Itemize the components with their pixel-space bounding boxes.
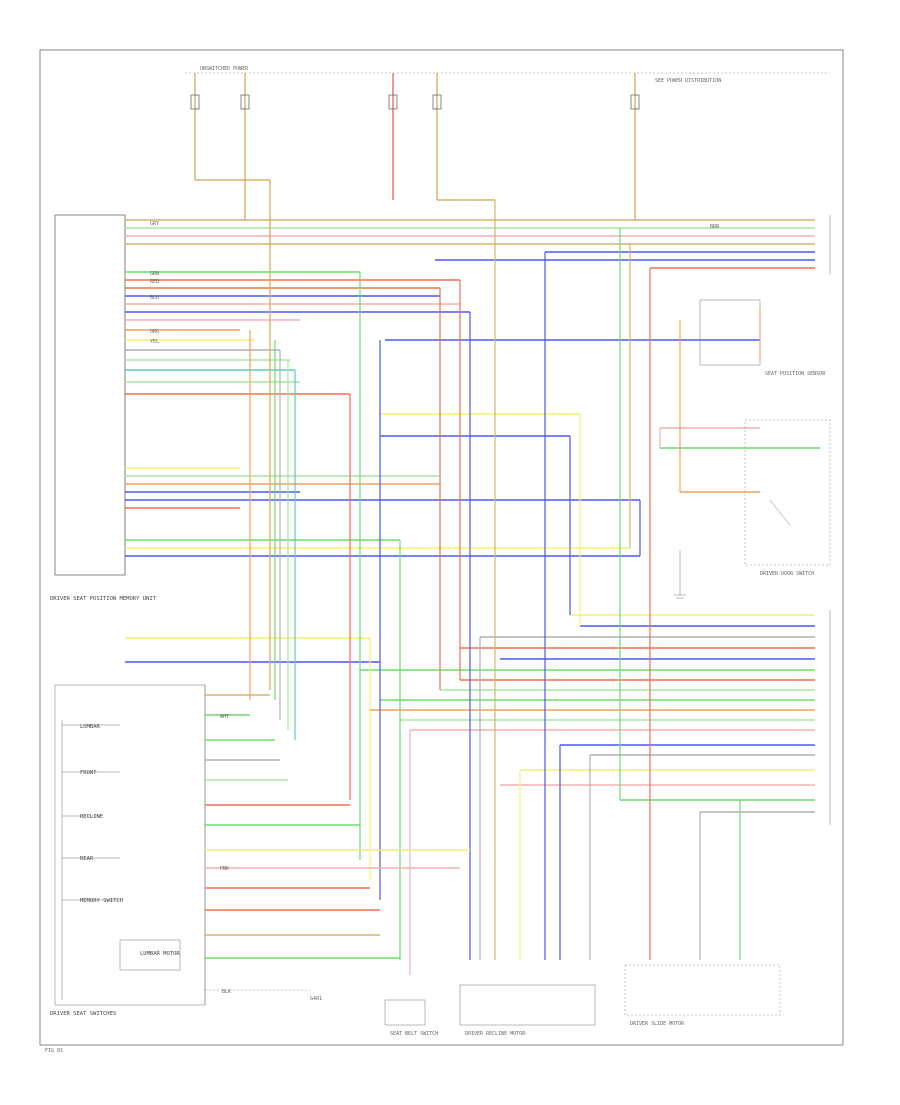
tag-gry: GRY <box>150 221 159 227</box>
diagram-border <box>39 49 844 1046</box>
door-switch-block <box>744 419 831 566</box>
tag-org: ORG <box>150 329 159 335</box>
memory-switch-label: MEMORY SWITCH <box>80 898 123 904</box>
tag-wht: WHT <box>220 714 229 720</box>
ground-symbol <box>674 550 686 599</box>
slide-motor-box <box>624 964 781 1016</box>
tag-pnk: PNK <box>220 866 229 872</box>
front-label: FRONT <box>80 770 97 776</box>
seat-belt-switch-label: SEAT BELT SWITCH <box>390 1031 438 1037</box>
tag-blk: BLK <box>222 989 231 995</box>
memory-unit-label: DRIVER SEAT POSITION MEMORY UNIT <box>50 596 157 602</box>
tag-grn: GRN <box>150 271 159 277</box>
lumbar-motor-label: LUMBAR MOTOR <box>140 951 180 957</box>
tag-red: RED <box>150 279 159 285</box>
tag-brn: BRN <box>710 224 719 230</box>
seat-belt-switch-box <box>384 999 426 1026</box>
door-switch-label: DRIVER DOOR SWITCH <box>760 571 814 577</box>
memory-unit-block <box>54 214 126 576</box>
position-sensor-label: SEAT POSITION SENSOR <box>765 371 826 377</box>
tag-yel: YEL <box>150 339 159 345</box>
wire-harness <box>125 219 820 813</box>
top-right-note: SEE POWER DISTRIBUTION <box>655 78 721 84</box>
tag-blu: BLU <box>150 295 159 301</box>
switch-contacts <box>61 720 181 1000</box>
slide-motor-label: DRIVER SLIDE MOTOR <box>630 1021 685 1027</box>
seat-switch-label: DRIVER SEAT SWITCHES <box>50 1011 116 1017</box>
ground-label: G401 <box>310 996 322 1002</box>
recline-motor-box <box>459 984 596 1026</box>
seat-switch-block <box>54 684 206 1006</box>
vertical-wires <box>194 160 741 975</box>
recline-label: RECLINE <box>80 814 103 820</box>
recline-motor-label: DRIVER RECLINE MOTOR <box>465 1031 526 1037</box>
lumbar-label: LUMBAR <box>80 724 101 730</box>
position-sensor-block <box>699 299 761 366</box>
switch-wires <box>205 694 470 991</box>
fuse-group <box>190 73 640 185</box>
rear-label: REAR <box>80 856 94 862</box>
top-power-label: UNSWITCHED POWER <box>200 66 249 72</box>
footer-label: FIG 01 <box>45 1048 63 1054</box>
